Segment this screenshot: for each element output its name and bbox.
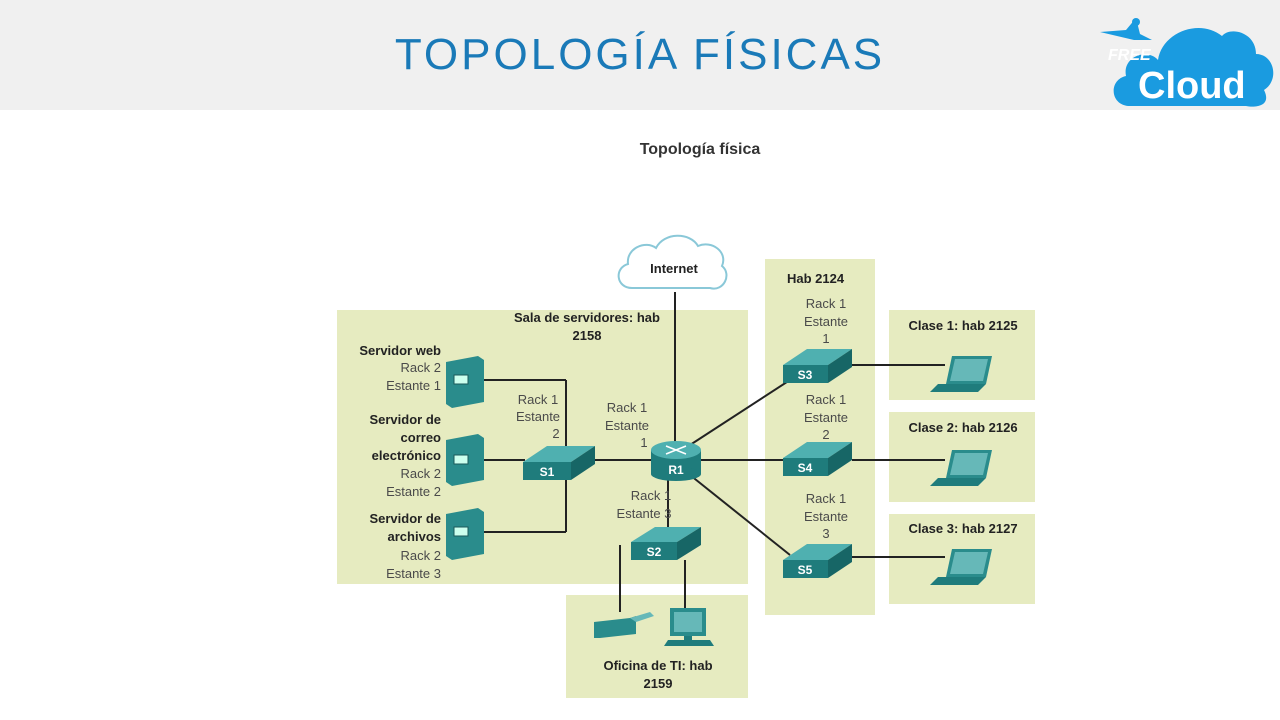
logo-big-text: Cloud	[1138, 65, 1246, 107]
svg-text:S2: S2	[647, 545, 662, 559]
switch-s4-icon: S4	[783, 442, 852, 476]
server-room-label-1: Sala de servidores: hab	[514, 310, 660, 325]
class-2-label: Clase 2: hab 2126	[908, 420, 1017, 435]
web-server-icon	[446, 356, 484, 408]
slide-title: TOPOLOGÍA FÍSICAS	[394, 30, 886, 79]
r1-rack: Rack 1	[607, 400, 647, 415]
svg-text:S3: S3	[798, 368, 813, 382]
mail-server-shelf: Estante 2	[386, 484, 441, 499]
it-office-label-2: 2159	[644, 676, 673, 691]
link-r1-s5	[689, 474, 791, 556]
svg-text:S5: S5	[798, 563, 813, 577]
slide-header	[0, 0, 1280, 110]
link-r1-s3	[689, 379, 791, 446]
s1-rack: Rack 1	[518, 392, 558, 407]
class-1-label: Clase 1: hab 2125	[908, 318, 1017, 333]
hab-2124-title: Hab 2124	[787, 271, 845, 286]
s2-shelf: Estante 3	[617, 506, 672, 521]
class-3-label: Clase 3: hab 2127	[908, 521, 1017, 536]
switch-s2-icon: S2	[631, 527, 701, 560]
s5-shelf-num: 3	[822, 526, 829, 541]
mail-server-name-2: correo	[401, 430, 442, 445]
s5-shelf: Estante	[804, 509, 848, 524]
free-cloud-logo: FREE Cloud	[1100, 18, 1274, 107]
server-room-label-2: 2158	[573, 328, 602, 343]
s4-rack: Rack 1	[806, 392, 846, 407]
svg-text:R1: R1	[668, 463, 684, 477]
s3-shelf: Estante	[804, 314, 848, 329]
file-server-rack: Rack 2	[401, 548, 441, 563]
diagram-title: Topología física	[639, 141, 761, 158]
s4-shelf: Estante	[804, 410, 848, 425]
svg-text:S1: S1	[540, 465, 555, 479]
file-server-shelf: Estante 3	[386, 566, 441, 581]
file-server-name-2: archivos	[388, 529, 441, 544]
mail-server-name-3: electrónico	[372, 448, 441, 463]
svg-text:S4: S4	[798, 461, 813, 475]
s3-rack: Rack 1	[806, 296, 846, 311]
web-server-rack: Rack 2	[401, 360, 441, 375]
mail-server-rack: Rack 2	[401, 466, 441, 481]
s1-shelf-num: 2	[552, 426, 559, 441]
desktop-pc-icon	[664, 608, 714, 646]
laptop-class2-icon	[930, 450, 992, 486]
mail-server-name-1: Servidor de	[369, 412, 441, 427]
web-server-name: Servidor web	[359, 343, 441, 358]
switch-s5-icon: S5	[783, 544, 852, 578]
internet-label: Internet	[650, 261, 698, 276]
switch-s1-icon: S1	[523, 446, 595, 480]
it-office-area	[566, 595, 748, 698]
file-server-icon	[446, 508, 484, 560]
printer-icon	[594, 612, 654, 638]
router-r1-icon: R1	[651, 441, 701, 481]
file-server-name-1: Servidor de	[369, 511, 441, 526]
r1-shelf: Estante	[605, 418, 649, 433]
it-office-label-1: Oficina de TI: hab	[603, 658, 712, 673]
r1-shelf-num: 1	[640, 435, 647, 450]
web-server-shelf: Estante 1	[386, 378, 441, 393]
s2-rack: Rack 1	[631, 488, 671, 503]
s4-shelf-num: 2	[822, 427, 829, 442]
s1-shelf: Estante	[516, 409, 560, 424]
s3-shelf-num: 1	[822, 331, 829, 346]
switch-s3-icon: S3	[783, 349, 852, 383]
links	[482, 292, 945, 615]
mail-server-icon	[446, 434, 484, 486]
internet-cloud	[617, 234, 728, 290]
logo-small-text: FREE	[1108, 47, 1152, 64]
laptop-class3-icon	[930, 549, 992, 585]
laptop-class1-icon	[930, 356, 992, 392]
s5-rack: Rack 1	[806, 491, 846, 506]
